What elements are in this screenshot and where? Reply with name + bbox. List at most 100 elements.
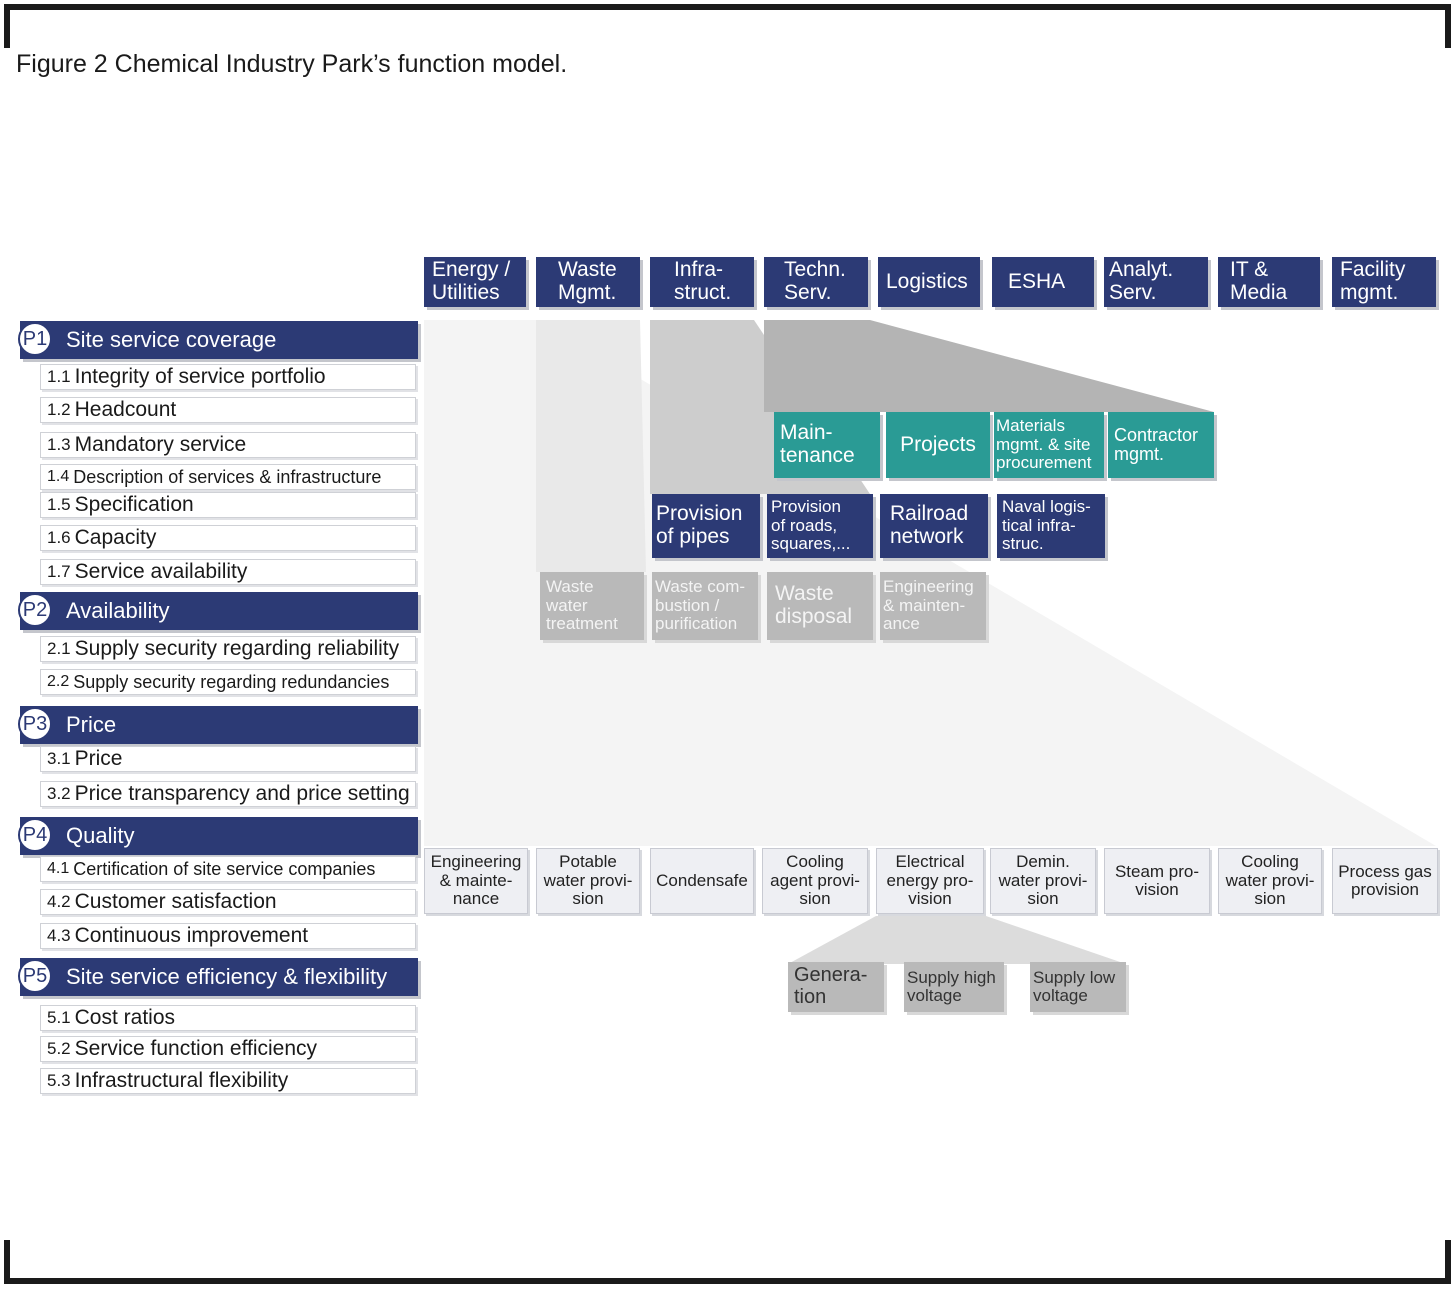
fan-electrical: [788, 916, 1126, 964]
criterion-p2-badge: P2: [18, 593, 52, 627]
item-text: Price transparency and price setting: [74, 782, 410, 805]
item-text: Cost ratios: [74, 1006, 176, 1029]
figure-caption: Figure 2 Chemical Industry Park’s functi…: [16, 50, 568, 78]
waste-engineering-maintenance[interactable]: Engineering & mainten- ance: [880, 572, 986, 640]
item-number: 4.1: [47, 860, 70, 877]
utility-process-gas[interactable]: Process gas provision: [1332, 848, 1438, 914]
item-text: Mandatory service: [74, 433, 247, 456]
frame-top-line: [4, 4, 1451, 10]
category-logistics[interactable]: Logistics: [878, 257, 980, 307]
criterion-p2-title: Availability: [66, 598, 170, 623]
category-esha[interactable]: ESHA: [992, 257, 1094, 307]
category-infrastructure[interactable]: Infra- struct.: [650, 257, 754, 307]
criterion-p5-badge: P5: [18, 959, 52, 993]
frame-bottom-line: [4, 1278, 1451, 1284]
category-techn-serv[interactable]: Techn. Serv.: [764, 257, 868, 307]
criterion-p1-title: Site service coverage: [66, 327, 277, 352]
utility-engineering-maintenance[interactable]: Engineering & mainte- nance: [424, 848, 528, 914]
techn-materials-mgmt[interactable]: Materials mgmt. & site procurement: [994, 412, 1104, 478]
utility-condensate[interactable]: Condensafe: [650, 848, 754, 914]
waste-water-treatment[interactable]: Waste water treatment: [540, 572, 644, 640]
frame-bottom-right-tick: [1445, 1240, 1451, 1284]
category-it-media[interactable]: IT & Media: [1218, 257, 1320, 307]
item-text: Description of services & infrastructure: [73, 466, 382, 487]
frame-bottom-left-tick: [4, 1240, 10, 1284]
item-text: Price: [74, 747, 123, 770]
criterion-p5-header: P5 Site service efficiency & flexibility: [18, 958, 418, 996]
electrical-supply-high-voltage[interactable]: Supply high voltage: [904, 962, 1004, 1012]
category-facility-mgmt[interactable]: Facility mgmt.: [1332, 257, 1436, 307]
item-number: 5.1: [47, 1008, 71, 1027]
item-text: Supply security regarding reliability: [74, 637, 400, 660]
item-text: Certification of site service companies: [73, 858, 376, 879]
criterion-p3-header: P3 Price: [18, 706, 418, 744]
infra-naval-logistical[interactable]: Naval logis- tical infra- struc.: [997, 494, 1105, 558]
electrical-generation[interactable]: Genera- tion: [788, 962, 884, 1012]
category-analyt-serv[interactable]: Analyt. Serv.: [1104, 257, 1208, 307]
techn-maintenance[interactable]: Main- tenance: [774, 412, 880, 478]
fan-techn: [764, 320, 1214, 412]
utility-cooling-agent[interactable]: Cooling agent provi- sion: [762, 848, 868, 914]
electrical-supply-low-voltage[interactable]: Supply low voltage: [1030, 962, 1126, 1012]
item-text: Supply security regarding redundancies: [73, 671, 390, 692]
utility-demin-water[interactable]: Demin. water provi- sion: [990, 848, 1096, 914]
utility-steam[interactable]: Steam pro- vision: [1104, 848, 1210, 914]
item-text: Infrastructural flexibility: [74, 1069, 289, 1092]
utility-potable-water[interactable]: Potable water provi- sion: [536, 848, 640, 914]
item-text: Service availability: [74, 560, 248, 583]
utility-cooling-water[interactable]: Cooling water provi- sion: [1218, 848, 1322, 914]
fan-waste: [536, 320, 646, 572]
infra-railroad-network[interactable]: Railroad network: [880, 494, 988, 558]
item-number: 1.6: [47, 528, 71, 547]
criterion-p3-badge: P3: [18, 707, 52, 741]
criterion-p4-badge: P4: [18, 818, 52, 852]
infra-provision-of-pipes[interactable]: Provision of pipes: [652, 494, 760, 558]
item-text: Service function efficiency: [74, 1037, 318, 1060]
item-number: 1.7: [47, 562, 71, 581]
criterion-p1-header: P1 Site service coverage: [18, 321, 418, 359]
criterion-p2-header: P2 Availability: [18, 592, 418, 630]
frame-top-left-tick: [4, 4, 10, 48]
category-waste-mgmt[interactable]: Waste Mgmt.: [536, 257, 640, 307]
frame-top-right-tick: [1445, 4, 1451, 48]
item-text: Headcount: [74, 398, 177, 421]
item-number: 4.2: [47, 892, 71, 911]
item-number: 3.2: [47, 784, 71, 803]
item-number: 5.2: [47, 1039, 71, 1058]
item-number: 3.1: [47, 749, 71, 768]
item-text: Customer satisfaction: [74, 890, 277, 913]
waste-combustion[interactable]: Waste com- bustion / purification: [652, 572, 758, 640]
item-number: 4.3: [47, 926, 71, 945]
criterion-p4-title: Quality: [66, 823, 135, 848]
item-text: Continuous improvement: [74, 924, 309, 947]
infra-provision-of-roads[interactable]: Provision of roads, squares,...: [767, 494, 873, 558]
waste-disposal[interactable]: Waste disposal: [767, 572, 873, 640]
item-number: 1.3: [47, 435, 71, 454]
techn-contractor-mgmt[interactable]: Contractor mgmt.: [1108, 412, 1214, 478]
item-text: Integrity of service portfolio: [74, 365, 326, 388]
criterion-p1-badge: P1: [18, 322, 52, 356]
utility-electrical-energy[interactable]: Electrical energy pro- vision: [876, 848, 984, 914]
item-number: 1.1: [47, 367, 71, 386]
criterion-p3-title: Price: [66, 712, 117, 737]
criterion-p4-header: P4 Quality: [18, 817, 418, 855]
criterion-p5-title: Site service efficiency & flexibility: [66, 964, 388, 989]
category-energy-utilities[interactable]: Energy / Utilities: [424, 257, 526, 307]
techn-projects[interactable]: Projects: [886, 412, 990, 478]
